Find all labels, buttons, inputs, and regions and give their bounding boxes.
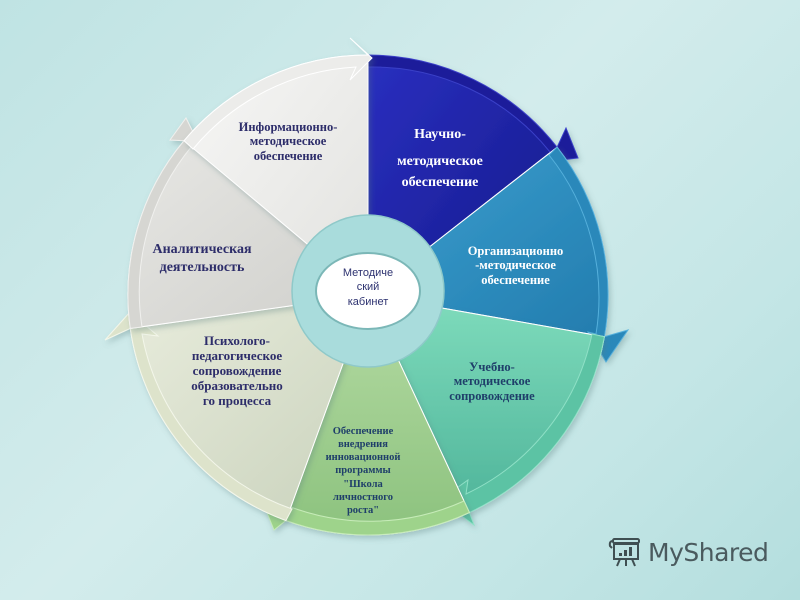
label-line: методическое	[453, 374, 531, 389]
label-organizatsionno: Организационно -методическое обеспечение	[448, 244, 583, 287]
label-line: го процесса	[202, 392, 272, 408]
label-line: педагогическое	[191, 347, 283, 363]
label-line: Организационно	[467, 244, 564, 258]
hub-center	[315, 252, 421, 330]
label-psikhologo: Психолого- педагогическое сопровождение …	[172, 333, 302, 409]
label-line: внедрения	[338, 439, 388, 451]
watermark: MyShared	[608, 536, 769, 568]
label-line: методическое	[397, 154, 483, 169]
hub-label-line: ский	[356, 281, 380, 294]
label-line: Научно-	[414, 127, 466, 142]
label-line: инновационной	[325, 452, 401, 464]
label-line: -методическое	[475, 258, 556, 273]
label-uchebno: Учебно- методическое сопровождение	[432, 360, 552, 403]
label-line: Учебно-	[469, 360, 515, 374]
hub-label-line: Методиче	[342, 267, 394, 279]
label-line: обеспечение	[253, 148, 323, 163]
label-line: программы	[335, 465, 391, 477]
watermark-text: MyShared	[648, 537, 769, 567]
segment-innovatsii	[261, 293, 471, 536]
label-line: личностного	[332, 491, 394, 503]
label-line: сопровождение	[192, 362, 282, 378]
label-line: Психолого-	[204, 333, 270, 348]
label-analiticheskaya: Аналитическая деятельность	[132, 241, 272, 277]
label-line: обеспечение	[481, 272, 550, 287]
label-informatsionno: Информационно- методическое обеспечение	[218, 120, 358, 163]
label-line: Информационно-	[238, 120, 338, 134]
label-line: "Школа	[343, 478, 383, 490]
presentation-board-icon	[608, 538, 640, 567]
label-line: методическое	[249, 134, 327, 149]
arrow-informatsionno	[183, 37, 373, 150]
label-line: образовательно	[191, 377, 283, 393]
label-line: деятельность	[159, 260, 245, 276]
label-line: Обеспечение	[332, 426, 394, 437]
hub-label: Методиче ский кабинет	[318, 266, 418, 309]
label-line: роста"	[346, 504, 380, 516]
label-nauchno: Научно- методическое обеспечение	[380, 124, 500, 193]
label-innovatsii: Обеспечение внедрения инновационной прог…	[308, 425, 418, 517]
label-line: Аналитическая	[152, 242, 252, 257]
label-line: сопровождение	[449, 388, 535, 403]
label-line: обеспечение	[401, 175, 479, 190]
hub-label-line: кабинет	[347, 295, 389, 308]
